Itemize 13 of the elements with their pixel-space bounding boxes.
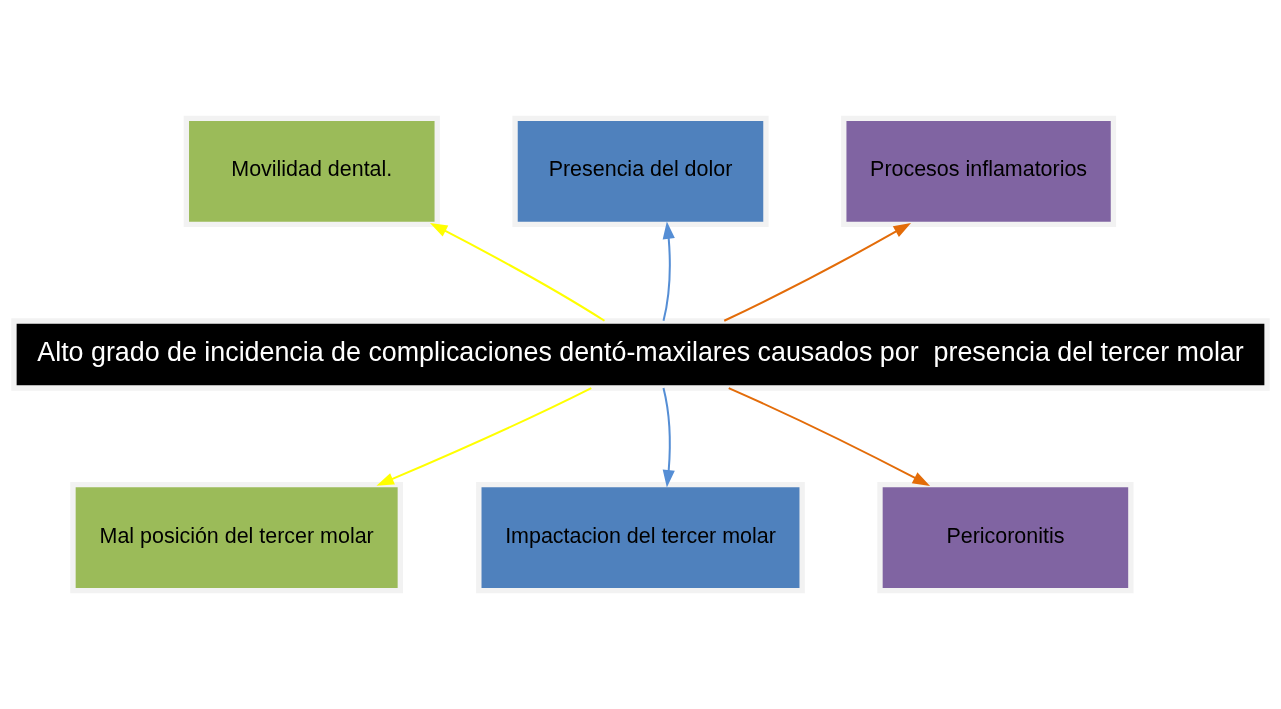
arrow	[376, 387, 592, 486]
node-box: Movilidad dental.	[183, 115, 440, 228]
node-box: Impactacion del tercer molar	[476, 481, 805, 594]
arrow	[662, 221, 675, 321]
node-box: Procesos inflamatorios	[841, 115, 1117, 228]
arrow	[723, 222, 912, 322]
arrow	[662, 387, 675, 488]
arrow	[429, 223, 606, 322]
node-box: Pericoronitis	[877, 481, 1134, 594]
node-box: Presencia del dolor	[512, 115, 769, 228]
node-box: Alto grado de incidencia de complicaciones dentó-maxilares causados por presencia del tercer molar	[11, 318, 1270, 391]
node-box: Mal posición del tercer molar	[70, 481, 404, 594]
arrow	[728, 387, 931, 486]
